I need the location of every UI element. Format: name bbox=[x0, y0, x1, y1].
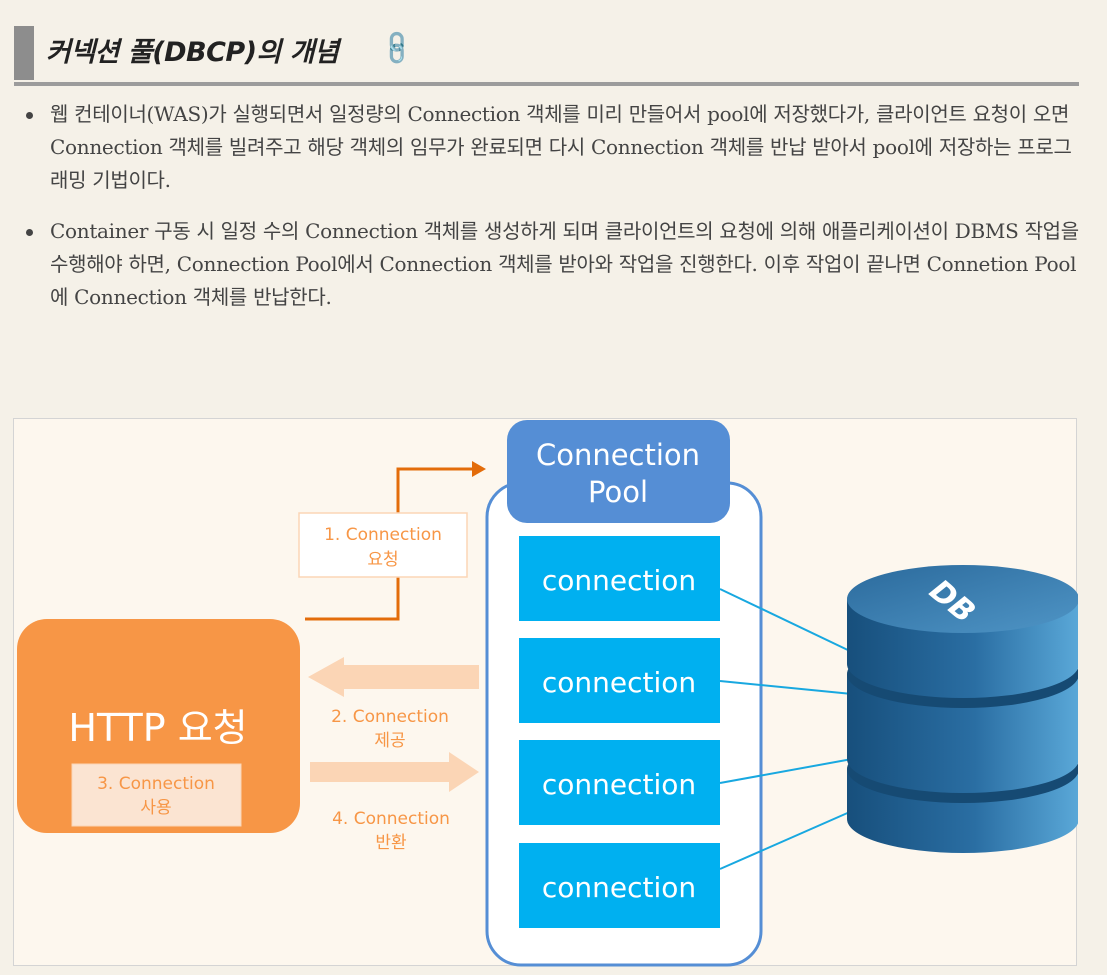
connection-use-line1: 3. Connection bbox=[97, 774, 215, 794]
http-request-label: HTTP 요청 bbox=[68, 706, 247, 750]
step1-box bbox=[298, 512, 468, 578]
heading-accent-bar bbox=[14, 26, 34, 80]
diagram-svg: 1. Connection 요청 HTTP 요청 3. Connection 사… bbox=[17, 420, 1079, 967]
list-item: 웹 컨테이너(WAS)가 실행되면서 일정량의 Connection 객체를 미… bbox=[18, 98, 1080, 197]
connection-line bbox=[719, 758, 853, 784]
pool-header bbox=[507, 420, 730, 523]
bullet-list: 웹 컨테이너(WAS)가 실행되면서 일정량의 Connection 객체를 미… bbox=[18, 98, 1080, 332]
list-item-text: 웹 컨테이너(WAS)가 실행되면서 일정량의 Connection 객체를 미… bbox=[50, 102, 1072, 192]
request-arrowhead bbox=[472, 461, 486, 477]
step1-line2: 요청 bbox=[367, 550, 398, 570]
step2-line1: 2. Connection bbox=[331, 707, 449, 727]
section-heading: 커넥션 풀(DBCP)의 개념 🔗 bbox=[14, 24, 1079, 86]
bullet-dot bbox=[26, 112, 33, 119]
list-item: Container 구동 시 일정 수의 Connection 객체를 생성하게… bbox=[18, 215, 1080, 314]
dbcp-diagram: 1. Connection 요청 HTTP 요청 3. Connection 사… bbox=[13, 418, 1079, 967]
connection-block bbox=[519, 536, 720, 621]
return-arrow bbox=[310, 752, 479, 792]
connection-line bbox=[719, 680, 853, 695]
connection-block bbox=[519, 740, 720, 825]
db-cylinder bbox=[847, 565, 1079, 853]
pool-title-line2: Pool bbox=[588, 475, 648, 509]
connection-block bbox=[519, 843, 720, 928]
step2-line2: 제공 bbox=[374, 731, 405, 751]
pool-title-line1: Connection bbox=[536, 438, 700, 472]
list-item-text: Container 구동 시 일정 수의 Connection 객체를 생성하게… bbox=[50, 219, 1079, 309]
step4-line2: 반환 bbox=[375, 833, 406, 853]
connection-label: connection bbox=[542, 564, 696, 597]
connection-use-line2: 사용 bbox=[140, 798, 171, 818]
step4-line1: 4. Connection bbox=[332, 809, 450, 829]
bullet-dot bbox=[26, 229, 33, 236]
link-icon[interactable]: 🔗 bbox=[376, 27, 418, 69]
provide-arrow bbox=[308, 657, 479, 697]
page-title: 커넥션 풀(DBCP)의 개념 bbox=[46, 37, 339, 68]
connection-label: connection bbox=[542, 666, 696, 699]
step1-line1: 1. Connection bbox=[324, 525, 442, 545]
connection-label: connection bbox=[542, 768, 696, 801]
connection-block bbox=[519, 638, 720, 723]
connection-use-box bbox=[71, 763, 242, 827]
connection-line bbox=[719, 810, 853, 870]
connection-line bbox=[719, 588, 853, 653]
connection-label: connection bbox=[542, 871, 696, 904]
